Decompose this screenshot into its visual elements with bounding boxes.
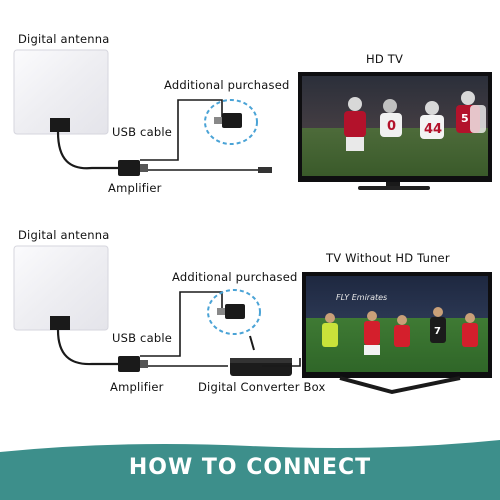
digital-converter-box — [230, 335, 301, 376]
bottom-amplifier-label: Amplifier — [110, 380, 164, 394]
top-usb-cable — [140, 99, 223, 161]
bottom-setup: FLY Emirates 7 — [13, 245, 492, 395]
top-additional-label: Additional purchased — [164, 78, 290, 92]
bottom-usb-cable — [140, 291, 223, 357]
top-adapter-highlight — [204, 99, 258, 145]
top-usb-adapter — [222, 113, 242, 128]
bottom-screen-overlay: FLY Emirates — [336, 293, 387, 302]
bottom-adapter-highlight — [207, 289, 261, 335]
top-antenna-panel — [13, 49, 109, 135]
top-usb-label: USB cable — [112, 125, 173, 139]
bottom-usb-label: USB cable — [112, 331, 173, 345]
top-setup: 0 44 5 — [13, 49, 492, 190]
top-amplifier — [118, 160, 140, 176]
top-jersey-number: 0 — [387, 119, 396, 134]
banner-shape — [0, 440, 500, 500]
bottom-antenna-connector — [50, 316, 70, 330]
top-antenna-label: Digital antenna — [18, 32, 110, 46]
bottom-coax-cable — [56, 329, 118, 366]
top-amplifier-label: Amplifier — [108, 181, 162, 195]
top-jersey-44: 44 — [424, 122, 442, 137]
top-antenna-connector — [50, 118, 70, 132]
svg-text:5: 5 — [461, 112, 469, 125]
bottom-additional-label: Additional purchased — [172, 270, 298, 284]
top-hd-tv: 0 44 5 — [298, 72, 492, 190]
bottom-usb-adapter — [225, 304, 245, 319]
bottom-jersey-number: 7 — [434, 326, 441, 337]
bottom-antenna-label: Digital antenna — [18, 228, 110, 242]
bottom-tv-label: TV Without HD Tuner — [326, 251, 450, 265]
top-tv-label: HD TV — [366, 52, 404, 66]
bottom-amplifier — [118, 356, 140, 372]
how-to-connect-title: HOW TO CONNECT — [128, 455, 372, 480]
bottom-tv: FLY Emirates 7 — [302, 272, 492, 395]
top-coax-cable — [56, 131, 118, 170]
converter-box-label: Digital Converter Box — [198, 380, 326, 394]
